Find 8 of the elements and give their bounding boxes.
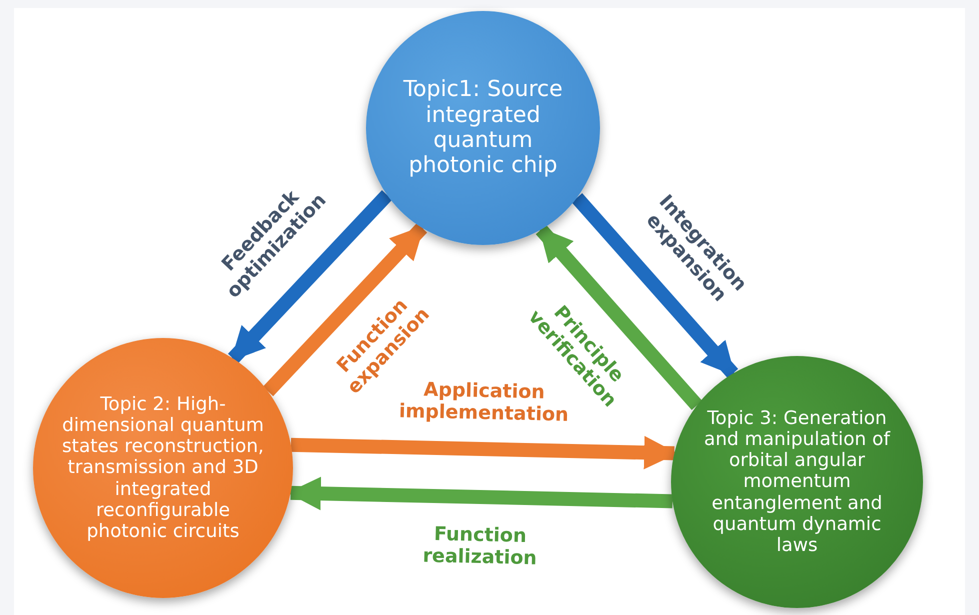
topic-text: Topic1: Source integrated quantum photonic chip — [402, 77, 564, 179]
block-arrow — [262, 223, 428, 396]
edge-label: Function realization — [422, 522, 539, 572]
topic-text: Topic 3: Generation and manipulation of orbital angular momentum entanglement and quantum dynamic laws — [702, 408, 892, 556]
topic-text: Topic 2: High-dimensional quantum states reconstruction, transmission and 3D integrated reconfigurable photonic circuits — [61, 394, 265, 542]
block-arrow — [228, 190, 392, 364]
block-arrow — [536, 224, 702, 410]
block-arrow — [572, 193, 738, 378]
